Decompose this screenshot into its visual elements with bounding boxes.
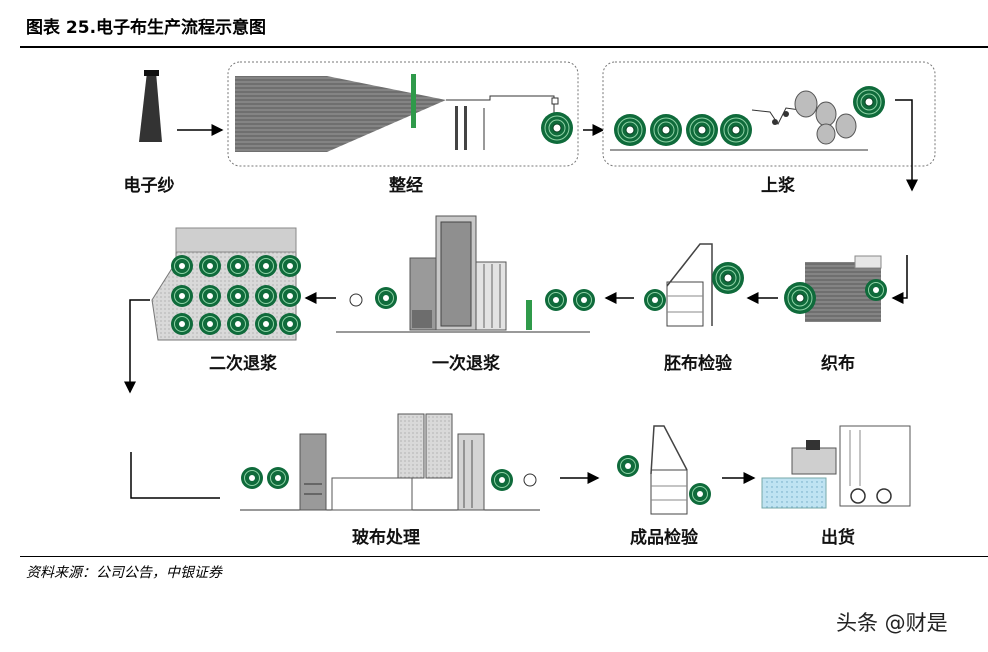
source-note: 资料来源：公司公告，中银证券 — [26, 565, 222, 581]
shipping-truck-icon — [761, 425, 911, 509]
step-label-weaving: 织布 — [821, 353, 855, 374]
sizing-machine — [602, 61, 936, 167]
step-label-greige-inspection: 胚布检验 — [664, 353, 733, 374]
warping-machine — [227, 61, 579, 167]
weaving-loom — [783, 255, 888, 322]
final-inspection-frame — [616, 425, 712, 515]
secondary-desizing-machine — [151, 227, 302, 341]
step-label-fabric-finishing: 玻布处理 — [352, 527, 420, 548]
arrow-into-finishing — [130, 452, 220, 499]
step-label-sizing: 上浆 — [761, 175, 796, 196]
greige-inspection-frame — [643, 243, 745, 327]
step-label-shipping: 出货 — [821, 527, 855, 548]
arrow-sizing-to-weaving — [895, 99, 918, 192]
watermark: 头条 @财是 — [836, 611, 948, 635]
top-rule — [20, 46, 988, 48]
step-label-secondary-desizing: 二次退浆 — [209, 353, 278, 374]
figure-title: 图表 25.电子布生产流程示意图 — [26, 18, 267, 38]
primary-desizing-machine — [336, 215, 596, 333]
yarn-cone-icon — [139, 70, 162, 142]
step-label-primary-desizing: 一次退浆 — [432, 353, 501, 374]
bottom-rule — [20, 556, 988, 557]
fabric-finishing-line — [240, 413, 540, 511]
step-label-warping: 整经 — [389, 175, 423, 196]
arrow-secondary-to-finishing — [124, 299, 150, 394]
arrow-into-weaving — [891, 255, 908, 304]
step-label-final-inspection: 成品检验 — [630, 527, 699, 548]
step-label-yarn: 电子纱 — [124, 175, 175, 196]
